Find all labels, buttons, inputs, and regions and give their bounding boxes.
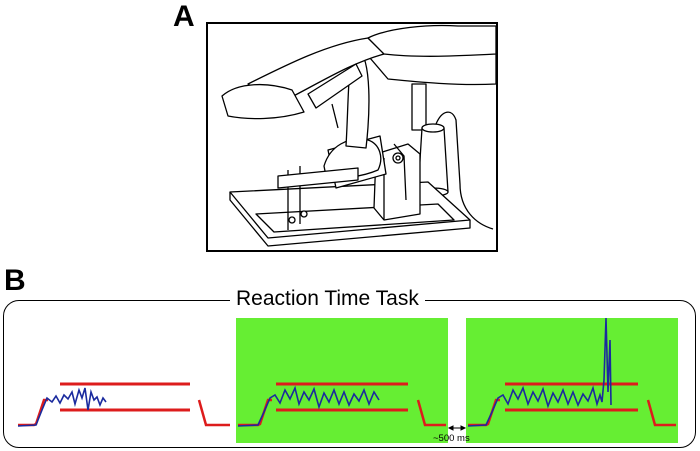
interval-arrow — [447, 425, 467, 431]
interval-label: ~500 ms — [433, 433, 470, 444]
ankle-dynamometer-drawing — [221, 24, 496, 247]
return-ramp — [197, 399, 230, 427]
torque-trace-with-spike — [467, 317, 612, 427]
apparatus-illustration — [206, 22, 498, 252]
torque-trace — [17, 387, 107, 427]
panel-b-label: B — [4, 264, 26, 297]
panel-a-label: A — [173, 0, 195, 33]
frame-1-pre-cue — [17, 382, 230, 427]
torque-trace — [237, 385, 380, 427]
frame-2-go-cue — [237, 382, 446, 427]
green-cue-frame-3 — [466, 318, 678, 443]
task-title: Reaction Time Task — [230, 287, 425, 311]
ramp-trace — [18, 398, 48, 427]
green-cue-frame-2 — [236, 318, 448, 443]
frame-3-response — [467, 317, 676, 427]
